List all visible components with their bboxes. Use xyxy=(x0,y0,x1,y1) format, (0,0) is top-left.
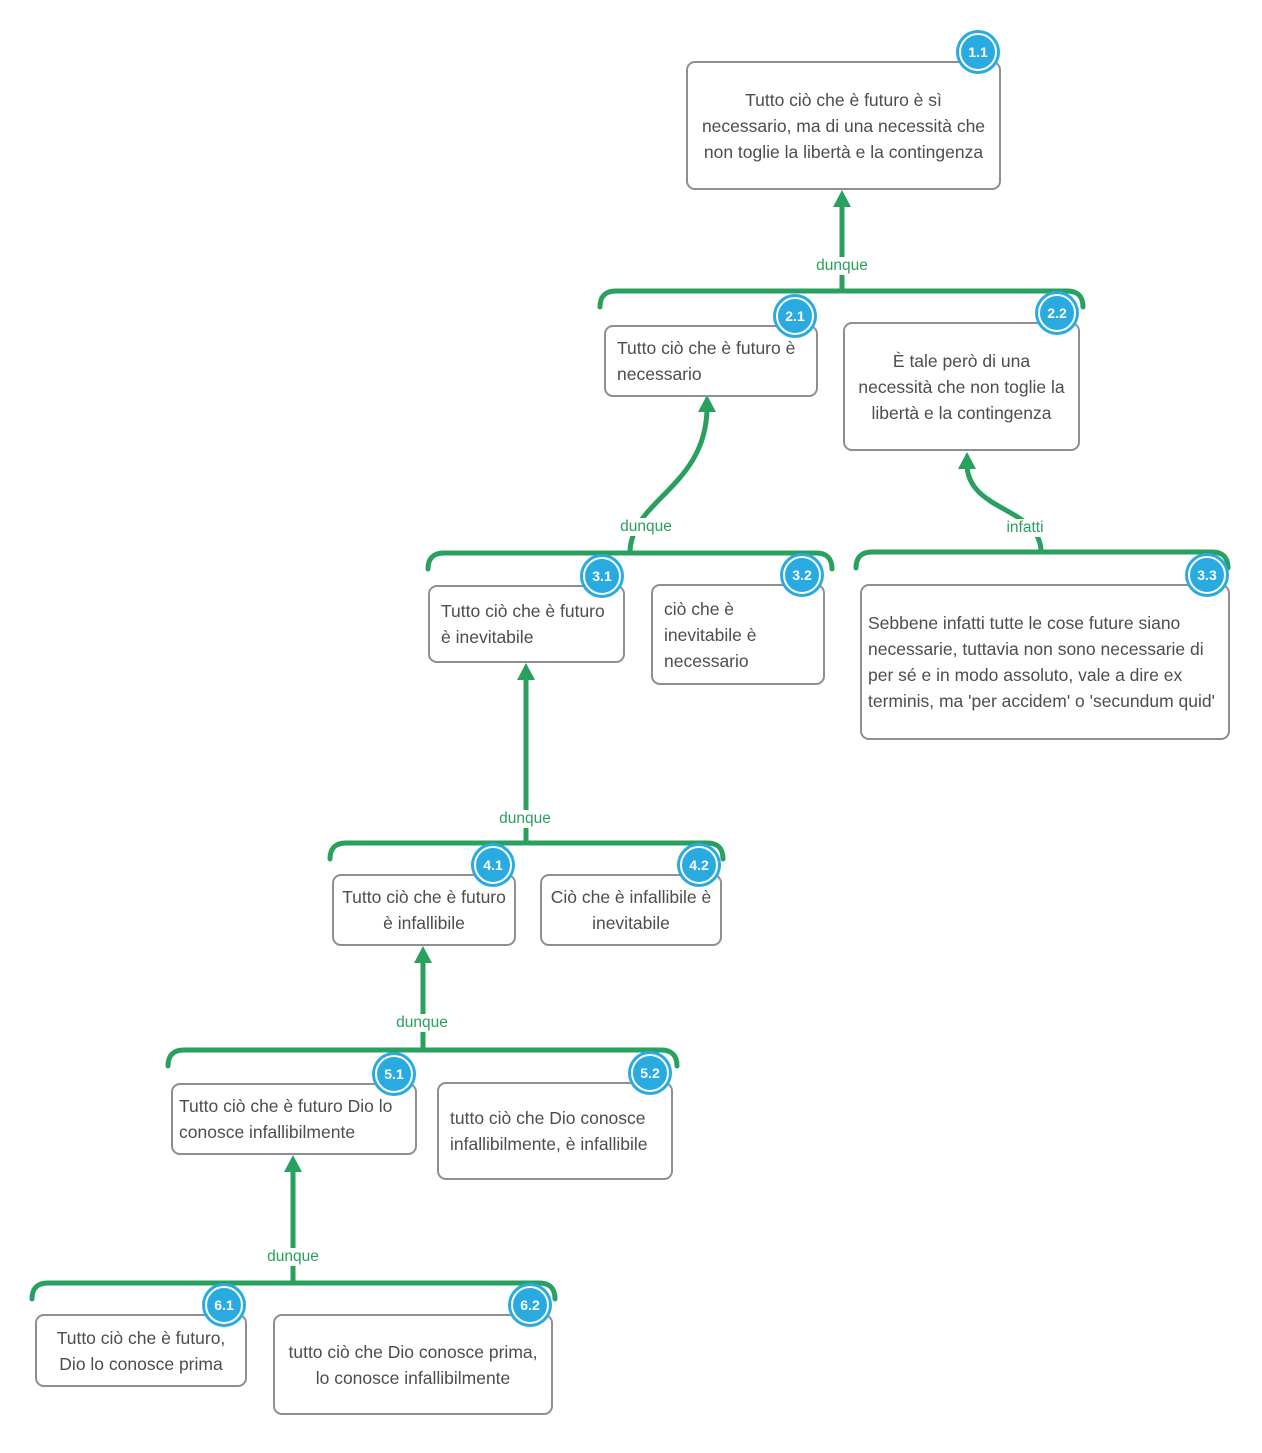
node-text-3-3: Sebbene infatti tutte le cose future sia… xyxy=(868,613,1215,711)
arrowhead-5-1 xyxy=(284,1155,302,1172)
node-5-2[interactable]: 5.2 tutto ciò che Dio conosce infallibil… xyxy=(437,1054,673,1180)
node-badge-4-1: 4.1 xyxy=(474,846,512,884)
node-2-1[interactable]: 2.1 Tutto ciò che è futuro è necessario xyxy=(604,297,818,397)
node-badge-3-1: 3.1 xyxy=(583,557,621,595)
connector-label-dunque-5: dunque xyxy=(264,1248,322,1266)
node-4-2[interactable]: 4.2 Ciò che è infallibile è inevitabile xyxy=(540,846,722,946)
node-badge-3-2: 3.2 xyxy=(783,556,821,594)
arrow-to-2-2 xyxy=(964,461,1044,555)
node-text-2-1: Tutto ciò che è futuro è necessario xyxy=(617,338,796,384)
node-6-1[interactable]: 6.1 Tutto ciò che è futuro, Dio lo conos… xyxy=(35,1286,247,1387)
arrowhead-2-1 xyxy=(698,395,716,412)
node-1-1[interactable]: 1.1 Tutto ciò che è futuro è sì necessar… xyxy=(686,33,1001,190)
node-badge-1-1: 1.1 xyxy=(959,33,997,71)
node-2-2[interactable]: 2.2 È tale però di una necessità che non… xyxy=(843,294,1080,451)
node-text-5-2: tutto ciò che Dio conosce infallibilment… xyxy=(450,1108,648,1154)
node-5-1[interactable]: 5.1 Tutto ciò che è futuro Dio lo conosc… xyxy=(171,1055,417,1155)
node-text-2-2: È tale però di una necessità che non tog… xyxy=(858,350,1065,423)
node-badge-2-2: 2.2 xyxy=(1038,294,1076,332)
node-text-3-1: Tutto ciò che è futuro è inevitabile xyxy=(441,601,605,647)
connector-label-dunque-3: dunque xyxy=(496,810,554,828)
connector-label-dunque-1: dunque xyxy=(813,257,871,275)
node-badge-5-1: 5.1 xyxy=(375,1055,413,1093)
arrowhead-4-1 xyxy=(414,946,432,963)
node-badge-2-1: 2.1 xyxy=(776,297,814,335)
node-text-6-2: tutto ciò che Dio conosce prima, lo cono… xyxy=(288,1341,538,1388)
bracket-level2 xyxy=(597,288,1086,310)
connector-label-dunque-4: dunque xyxy=(393,1014,451,1032)
connector-label-infatti: infatti xyxy=(1003,519,1047,537)
node-text-4-1: Tutto ciò che è futuro è infallibile xyxy=(342,887,506,933)
bracket-level3-right xyxy=(853,549,1231,571)
node-6-2[interactable]: 6.2 tutto ciò che Dio conosce prima, lo … xyxy=(273,1286,553,1415)
node-badge-6-1: 6.1 xyxy=(205,1286,243,1324)
bracket-level3-left xyxy=(425,550,835,572)
node-text-6-1: Tutto ciò che è futuro, Dio lo conosce p… xyxy=(56,1327,226,1374)
connector-label-dunque-2: dunque xyxy=(617,518,675,536)
node-badge-4-2: 4.2 xyxy=(680,846,718,884)
node-badge-6-2: 6.2 xyxy=(511,1286,549,1324)
node-text-4-2: Ciò che è infallibile è inevitabile xyxy=(550,887,712,933)
node-text-3-2: ciò che è inevitabile è necessario xyxy=(664,598,757,671)
bracket-level6 xyxy=(29,1280,558,1302)
arrowhead-3-1 xyxy=(517,663,535,680)
node-4-1[interactable]: 4.1 Tutto ciò che è futuro è infallibile xyxy=(332,846,516,946)
arrowhead-2-2 xyxy=(958,452,976,469)
node-3-3[interactable]: 3.3 Sebbene infatti tutte le cose future… xyxy=(860,556,1230,740)
node-badge-3-3: 3.3 xyxy=(1188,556,1226,594)
node-3-1[interactable]: 3.1 Tutto ciò che è futuro è inevitabile xyxy=(428,557,625,663)
arrowhead-1-1 xyxy=(833,190,851,207)
node-text-5-1: Tutto ciò che è futuro Dio lo conosce in… xyxy=(179,1096,393,1142)
node-text-1-1: Tutto ciò che è futuro è sì necessario, … xyxy=(701,89,986,162)
bracket-level5 xyxy=(165,1047,680,1069)
node-3-2[interactable]: 3.2 ciò che è inevitabile è necessario xyxy=(651,556,825,685)
node-badge-5-2: 5.2 xyxy=(631,1054,669,1092)
bracket-level4 xyxy=(327,840,726,862)
